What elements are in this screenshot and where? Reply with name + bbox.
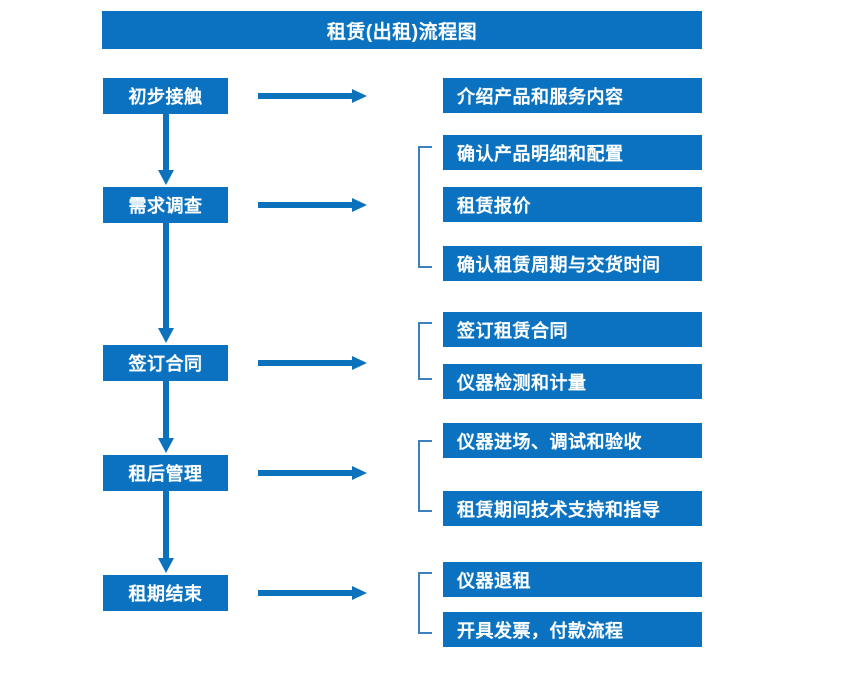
arrow-right-icon-4 [258,466,368,480]
detail-box-2-1[interactable]: 确认产品明细和配置 [443,135,702,170]
arrow-right-icon-3 [258,356,368,370]
arrow-right-icon-2 [258,198,368,212]
page-title: 租赁(出租)流程图 [102,11,702,49]
stage-box-2[interactable]: 需求调查 [103,187,228,223]
arrow-down-icon-2 [158,223,174,344]
arrow-down-icon-4 [158,491,174,574]
arrow-down-icon-3 [158,381,174,454]
group-bracket-4 [418,440,432,512]
detail-box-5-1[interactable]: 仪器退租 [443,562,702,597]
detail-box-2-3[interactable]: 确认租赁周期与交货时间 [443,246,702,281]
arrow-down-icon-1 [158,114,174,186]
detail-box-1-1[interactable]: 介绍产品和服务内容 [443,78,702,113]
group-bracket-5 [418,572,432,634]
arrow-right-icon-1 [258,89,368,103]
stage-box-5[interactable]: 租期结束 [103,575,228,611]
detail-box-4-1[interactable]: 仪器进场、调试和验收 [443,423,702,458]
group-bracket-2 [418,146,432,268]
detail-box-3-2[interactable]: 仪器检测和计量 [443,364,702,399]
detail-box-3-1[interactable]: 签订租赁合同 [443,312,702,347]
detail-box-5-2[interactable]: 开具发票，付款流程 [443,612,702,647]
detail-box-2-2[interactable]: 租赁报价 [443,187,702,222]
detail-box-4-2[interactable]: 租赁期间技术支持和指导 [443,491,702,526]
group-bracket-3 [418,322,432,380]
arrow-right-icon-5 [258,586,368,600]
stage-box-4[interactable]: 租后管理 [103,455,228,491]
stage-box-1[interactable]: 初步接触 [103,78,228,114]
stage-box-3[interactable]: 签订合同 [103,345,228,381]
